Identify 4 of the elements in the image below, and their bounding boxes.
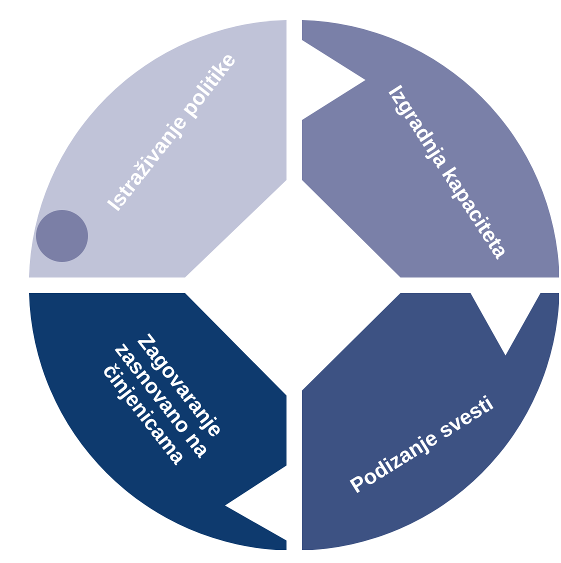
quadrant-segment: [302, 20, 559, 278]
quadrant-segment: [29, 20, 286, 278]
quadrant-segment: [302, 292, 559, 550]
quadrant-segment: [29, 292, 286, 550]
